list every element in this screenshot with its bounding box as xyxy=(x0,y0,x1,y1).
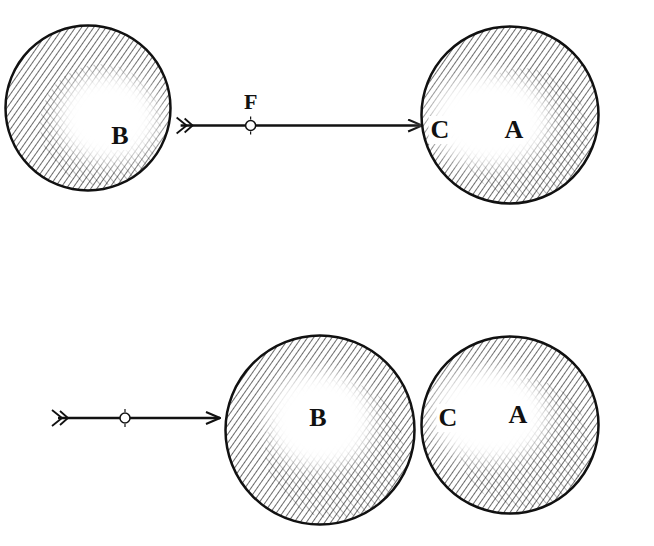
sphere-letter: B xyxy=(307,404,328,432)
sphere: B xyxy=(224,334,416,526)
sphere-letter: A xyxy=(503,116,526,144)
force-letter: F xyxy=(242,91,259,113)
sphere-outline xyxy=(420,25,600,205)
sphere: CA xyxy=(420,25,600,205)
force-arrow xyxy=(177,117,423,135)
sphere: B xyxy=(4,24,172,192)
sphere-outline xyxy=(4,24,172,192)
pushing-arrow xyxy=(52,409,220,427)
sphere-letter: A xyxy=(507,401,530,429)
sphere: CA xyxy=(420,335,600,515)
sphere-letter: C xyxy=(429,116,452,144)
sphere-letter: B xyxy=(109,122,130,150)
sphere-letter: C xyxy=(437,404,460,432)
